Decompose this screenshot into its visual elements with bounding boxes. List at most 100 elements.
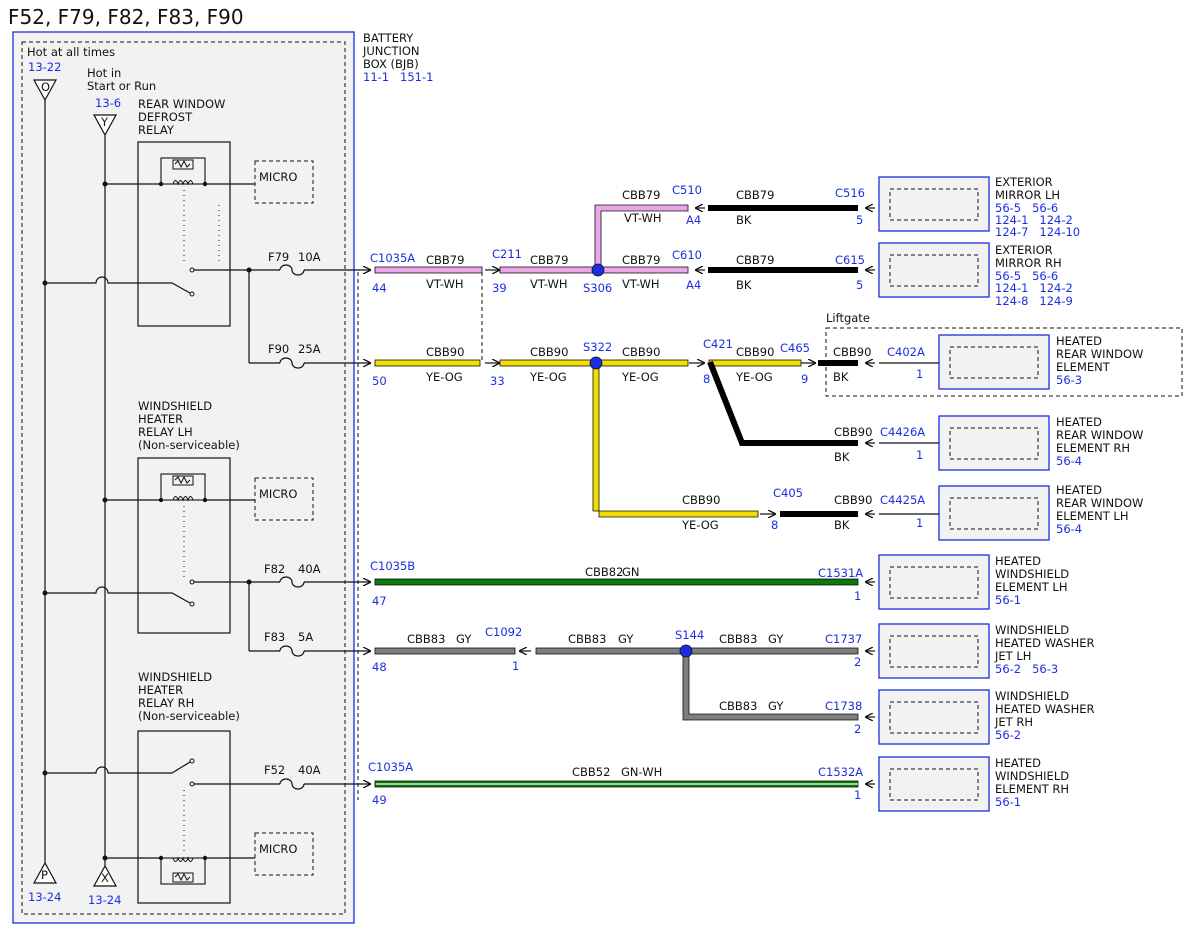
wire-label-cbb83-3: CBB83: [719, 632, 757, 646]
relay2-label-1: WINDSHIELD: [138, 399, 212, 413]
relay3-micro-box: [254, 832, 314, 876]
bjb-ref-1[interactable]: 11-1: [363, 70, 389, 84]
label-c516[interactable]: C516: [835, 186, 865, 200]
wire-cbb83-s144-c1737: [685, 647, 859, 655]
pin-2-c1738: 2: [854, 722, 861, 736]
svg-text:F83: F83: [264, 630, 285, 644]
label-c1737[interactable]: C1737: [825, 632, 862, 646]
label-c402a[interactable]: C402A: [887, 345, 925, 359]
splice-s306[interactable]: [591, 263, 605, 277]
wire-color-bk-4: BK: [834, 450, 850, 464]
wire-cbb79-bk-c516: [708, 205, 858, 211]
wire-color-gy-3: GY: [768, 632, 784, 646]
component-heated-rear-window-element[interactable]: HEATED REAR WINDOW ELEMENT 56-3: [879, 334, 1143, 390]
wire-color-vtwh-1: VT-WH: [426, 277, 464, 291]
ref-p[interactable]: 13-24: [28, 890, 61, 904]
svg-text:5A: 5A: [298, 630, 313, 644]
label-c510[interactable]: C510: [672, 183, 702, 197]
label-s306[interactable]: S306: [583, 281, 612, 295]
svg-text:56-5 56-6: 56-5 56-6: [995, 269, 1058, 283]
ref-o[interactable]: 13-22: [28, 60, 61, 74]
relay3-label-3: RELAY RH: [138, 696, 194, 710]
wire-color-gy-1: GY: [456, 632, 472, 646]
component-windshield-heated-washer-jet-lh[interactable]: WINDSHIELD HEATED WASHER JET LH 56-2 56-…: [878, 623, 1095, 679]
label-c405[interactable]: C405: [773, 486, 803, 500]
svg-text:WINDSHIELD: WINDSHIELD: [995, 689, 1069, 703]
relay1-label-3: RELAY: [138, 123, 175, 137]
component-heated-rear-window-element-rh[interactable]: HEATED REAR WINDOW ELEMENT RH 56-4: [879, 415, 1143, 471]
wire-cbb83-48-c1092: [374, 647, 516, 655]
wire-color-yeog-1: YE-OG: [425, 370, 463, 384]
relay2-micro-label: MICRO: [259, 487, 297, 501]
svg-text:56-3: 56-3: [1056, 373, 1082, 387]
ref-x[interactable]: 13-24: [88, 893, 121, 907]
fuse-f79: F79 10A: [268, 250, 370, 276]
relay3-micro-label: MICRO: [259, 842, 297, 856]
fuse-f83: F83 5A: [264, 630, 370, 657]
label-c1035a-2[interactable]: C1035A: [368, 760, 413, 774]
svg-text:ELEMENT RH: ELEMENT RH: [995, 782, 1069, 796]
label-c1531a[interactable]: C1531A: [818, 566, 863, 580]
ref-y[interactable]: 13-6: [95, 96, 121, 110]
component-exterior-mirror-rh[interactable]: EXTERIOR MIRROR RH 56-5 56-6 124-1 124-2…: [878, 242, 1073, 308]
svg-text:REAR WINDOW: REAR WINDOW: [1056, 428, 1143, 442]
component-exterior-mirror-lh[interactable]: EXTERIOR MIRROR LH 56-5 56-6 124-1 124-2…: [878, 175, 1080, 239]
wire-color-bk-2: BK: [736, 278, 752, 292]
bus-x-symbol: X: [92, 864, 118, 887]
pin-a4-c510: A4: [686, 213, 701, 227]
label-c1035a[interactable]: C1035A: [370, 251, 415, 265]
label-c421[interactable]: C421: [703, 337, 733, 351]
wire-cbb90-33-s322: [499, 359, 597, 367]
component-heated-rear-window-element-lh[interactable]: HEATED REAR WINDOW ELEMENT LH 56-4: [879, 483, 1143, 541]
splice-s144[interactable]: [679, 644, 693, 658]
label-c4426a[interactable]: C4426A: [880, 425, 925, 439]
relay2-label-4: (Non-serviceable): [138, 438, 240, 452]
svg-text:EXTERIOR: EXTERIOR: [995, 243, 1053, 257]
wire-label-cbb79-4: CBB79: [622, 253, 660, 267]
pin-5-c516: 5: [856, 213, 863, 227]
pin-48: 48: [372, 660, 387, 674]
component-heated-windshield-element-rh[interactable]: HEATED WINDSHIELD ELEMENT RH 56-1: [878, 756, 1069, 812]
bjb-label-1: BATTERY: [363, 31, 414, 45]
svg-text:F82: F82: [264, 562, 285, 576]
wire-cbb83-c1092-s144: [535, 647, 687, 655]
wire-cbb79-bk-c615: [708, 267, 858, 273]
label-c1532a[interactable]: C1532A: [818, 765, 863, 779]
relay3-box: [137, 730, 231, 904]
wire-color-vtwh-3: VT-WH: [624, 211, 662, 225]
relay1-micro-box: [254, 160, 314, 204]
svg-text:40A: 40A: [298, 763, 321, 777]
wire-label-cbb79-3: CBB79: [622, 188, 660, 202]
wire-cbb82-gn: [374, 578, 859, 586]
label-s322[interactable]: S322: [583, 340, 612, 354]
wire-color-gy-4: GY: [768, 699, 784, 713]
label-c211[interactable]: C211: [492, 247, 522, 261]
svg-text:124-1 124-2: 124-1 124-2: [995, 213, 1073, 227]
label-c4425a[interactable]: C4425A: [880, 493, 925, 507]
pin-44: 44: [372, 281, 387, 295]
splice-s322[interactable]: [589, 356, 603, 370]
pin-5-c615: 5: [856, 278, 863, 292]
svg-text:56-5 56-6: 56-5 56-6: [995, 201, 1058, 215]
svg-text:WINDSHIELD: WINDSHIELD: [995, 769, 1069, 783]
label-c610[interactable]: C610: [672, 248, 702, 262]
label-c1738[interactable]: C1738: [825, 699, 862, 713]
wire-color-yeog-5: YE-OG: [681, 518, 719, 532]
svg-text:WINDSHIELD: WINDSHIELD: [995, 567, 1069, 581]
label-s144[interactable]: S144: [675, 628, 704, 642]
component-heated-windshield-element-lh[interactable]: HEATED WINDSHIELD ELEMENT LH 56-1: [878, 554, 1069, 610]
pin-47: 47: [372, 594, 387, 608]
component-windshield-heated-washer-jet-rh[interactable]: WINDSHIELD HEATED WASHER JET RH 56-2: [878, 689, 1095, 745]
pin-2-c1737: 2: [854, 655, 861, 669]
label-c1092[interactable]: C1092: [485, 625, 522, 639]
label-c465[interactable]: C465: [780, 341, 810, 355]
label-c1035b[interactable]: C1035B: [370, 559, 415, 573]
bjb-inner-dashed: [21, 41, 346, 915]
svg-text:ELEMENT LH: ELEMENT LH: [1056, 509, 1128, 523]
svg-text:56-1: 56-1: [995, 593, 1021, 607]
label-c615[interactable]: C615: [835, 253, 865, 267]
wire-cbb90-c421-c465: [708, 359, 802, 367]
bjb-ref-2[interactable]: 151-1: [400, 70, 433, 84]
svg-text:HEATED: HEATED: [995, 756, 1041, 770]
